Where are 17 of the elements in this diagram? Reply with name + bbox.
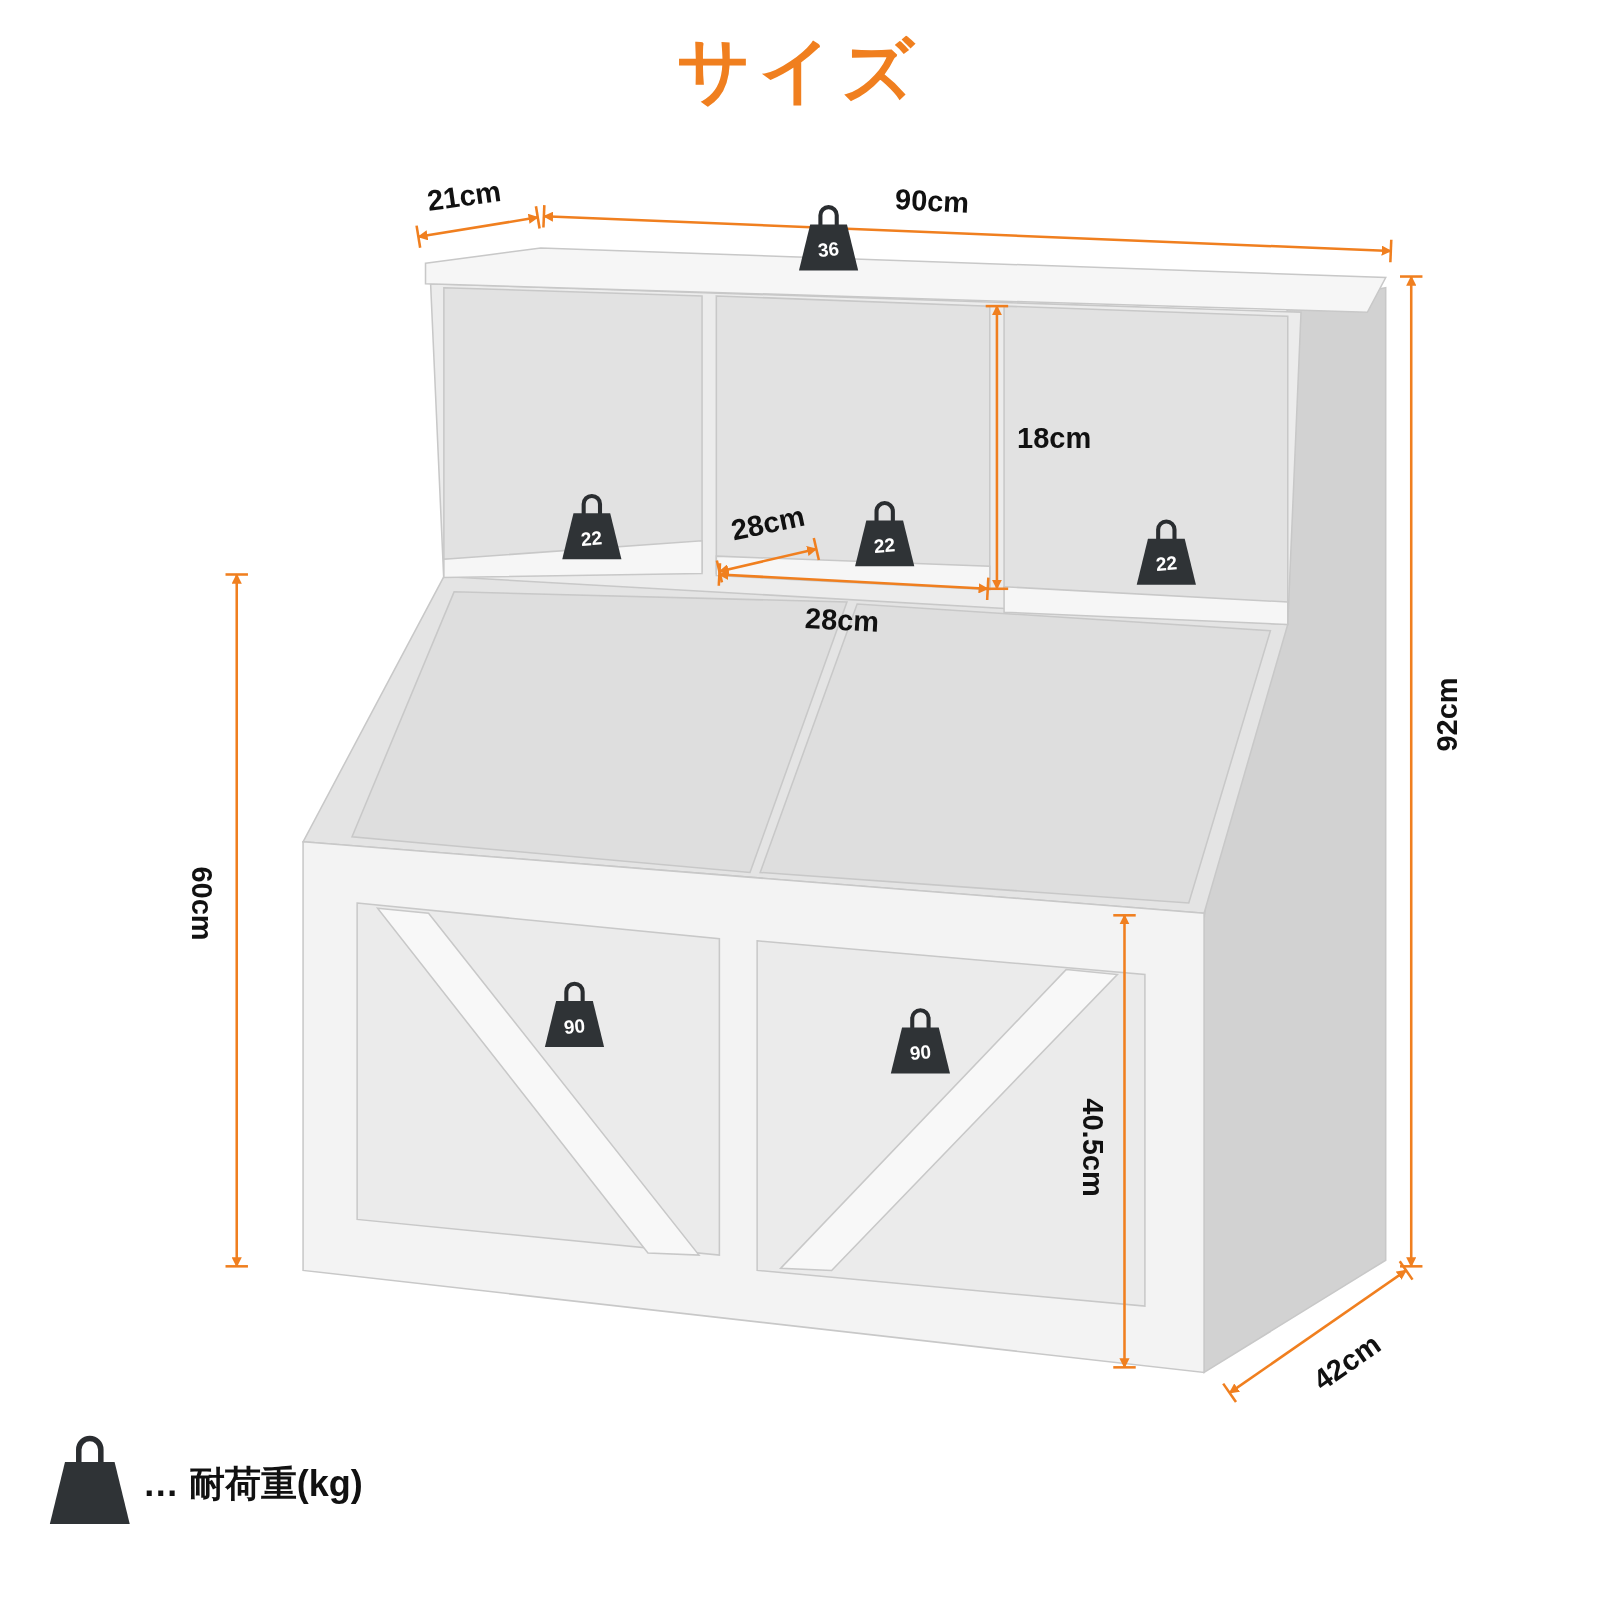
legend-text: … 耐荷重(kg) [142,1462,363,1507]
dimension-label: 28cm [804,602,880,639]
weight-value: 22 [580,526,604,551]
dimension-label: 28cm [728,499,809,548]
dimension-label: 92cm [1430,677,1464,752]
weight-value: 22 [1154,552,1178,577]
weight-value: 90 [563,1014,587,1039]
dimension-label: 90cm [893,182,970,220]
dimension-label: 40.5cm [1075,1098,1109,1198]
dimension-label: 60cm [184,865,218,941]
weight-value: 22 [873,534,897,558]
title: サイズ [677,29,923,113]
weight-value: 90 [909,1041,932,1065]
dimension-label: 18cm [1017,422,1092,456]
weight-value: 36 [817,238,841,262]
dimension-label: 21cm [425,175,504,219]
dimension-label: 42cm [1307,1327,1387,1397]
